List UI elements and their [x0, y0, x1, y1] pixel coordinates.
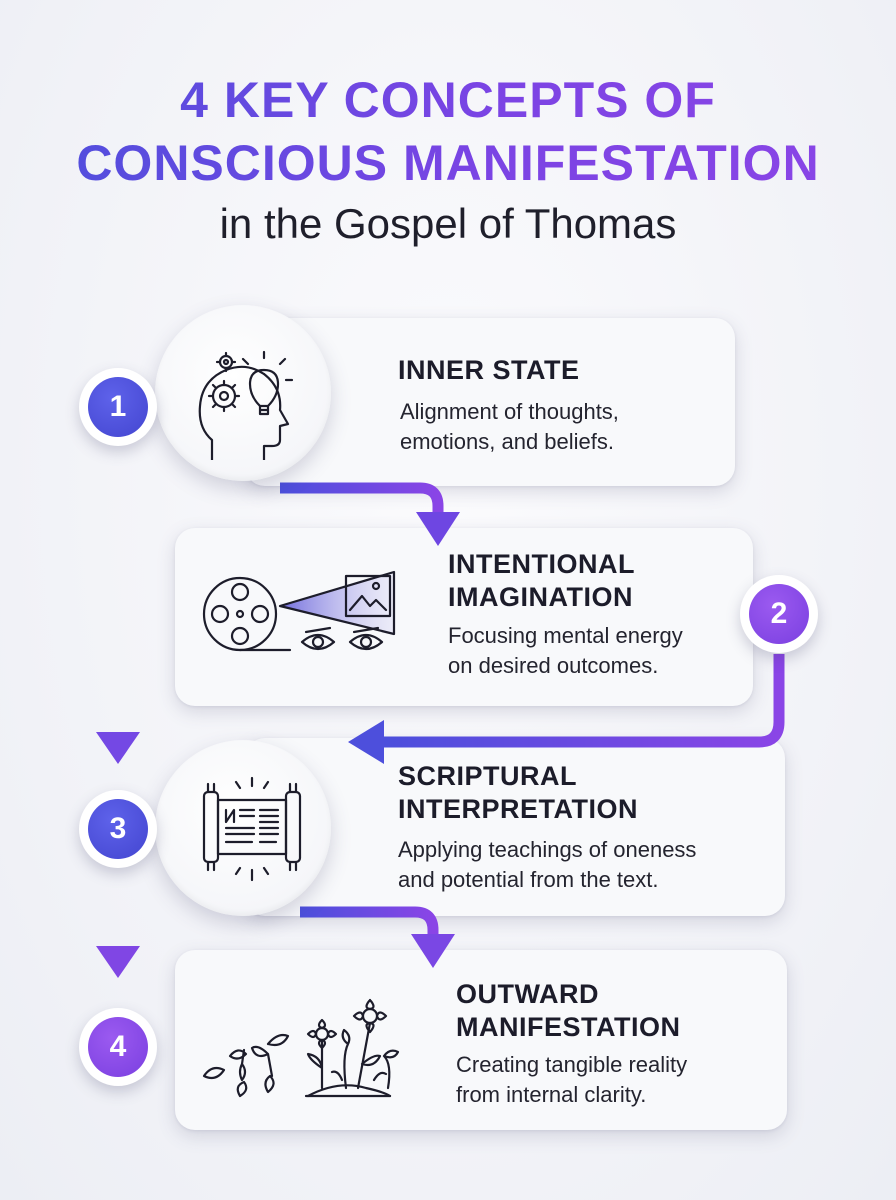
step-4-heading-line-1: OUTWARD	[456, 979, 599, 1009]
step-number-badge-3: 3	[79, 790, 157, 868]
step-number-1: 1	[88, 377, 148, 437]
step-2-desc-line-1: Focusing mental energy	[448, 623, 683, 648]
arrowhead-1-to-2	[416, 512, 460, 546]
step-1-desc-line-2: emotions, and beliefs.	[400, 429, 615, 454]
step-4-desc-line-1: Creating tangible reality	[456, 1052, 688, 1077]
sprouting-flowers-icon	[202, 998, 400, 1098]
step-number-3: 3	[88, 799, 148, 859]
step-1-desc-line-1: Alignment of thoughts,	[400, 399, 619, 424]
step-2-heading-line-1: INTENTIONAL	[448, 549, 635, 579]
step-3-desc-line-1: Applying teachings of oneness	[398, 837, 697, 862]
title-line-2: CONSCIOUS MANIFESTATION	[0, 138, 896, 188]
arrow-2-to-3	[380, 654, 785, 748]
arrow-1-to-2	[280, 482, 444, 515]
film-reel-projector-eyes-icon	[202, 570, 396, 652]
step-number-2: 2	[749, 584, 809, 644]
arrowhead-3-to-4-right	[411, 934, 455, 968]
card-outward-manifestation	[175, 950, 787, 1130]
step-3-heading-line-2: INTERPRETATION	[398, 794, 638, 824]
step-number-4: 4	[88, 1017, 148, 1077]
step-1-heading: INNER STATE	[398, 355, 580, 385]
icon-circle-1	[155, 305, 331, 481]
step-3-heading-line-1: SCRIPTURAL	[398, 761, 577, 791]
arrow-3-to-4-right	[300, 906, 439, 938]
step-2-heading-line-2: IMAGINATION	[448, 582, 633, 612]
step-4-desc-line-2: from internal clarity.	[456, 1082, 647, 1107]
card-scriptural-interpretation	[245, 738, 785, 916]
subtitle: in the Gospel of Thomas	[219, 200, 677, 247]
arrowhead-1-to-3	[96, 732, 140, 764]
step-3-desc-line-2: and potential from the text.	[398, 867, 659, 892]
card-intentional-imagination	[175, 528, 753, 706]
step-2-desc-line-2: on desired outcomes.	[448, 653, 659, 678]
step-number-badge-4: 4	[79, 1008, 157, 1086]
head-lightbulb-gears-icon	[198, 350, 294, 460]
arrowhead-3-to-4	[96, 946, 140, 978]
step-4-heading-line-2: MANIFESTATION	[456, 1012, 681, 1042]
scroll-icon	[202, 776, 302, 882]
title-line-1: 4 KEY CONCEPTS OF	[0, 75, 896, 125]
arrowhead-2-to-3	[348, 720, 384, 764]
step-number-badge-1: 1	[79, 368, 157, 446]
step-number-badge-2: 2	[740, 575, 818, 653]
